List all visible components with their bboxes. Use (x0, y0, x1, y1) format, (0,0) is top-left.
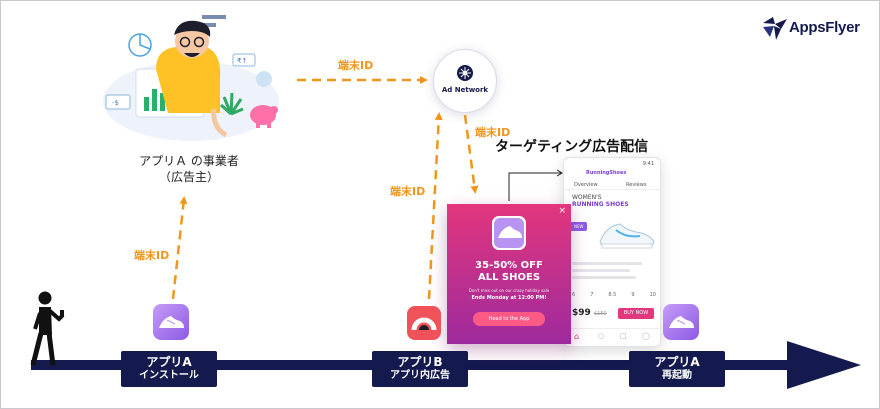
phone-hero-line-1: WOMEN'S (572, 194, 602, 201)
phone-size-option[interactable]: 7 (590, 292, 594, 298)
gauge-app-icon (411, 317, 437, 331)
phone-hero-line-2: RUNNING SHOES (572, 201, 629, 208)
phone-buy-button[interactable]: BUY NOW (618, 308, 654, 319)
phone-status-time: 9:41 (642, 161, 654, 167)
ad-network-node: Ad Network (433, 49, 497, 113)
appsflyer-logo-icon (763, 17, 787, 40)
advertiser-label: アプリＡ の事業者 （広告主） (119, 153, 259, 185)
promo-body-2: Ends Monday at 12:00 PM! (471, 295, 547, 301)
phone-size-option[interactable]: 10 (649, 292, 656, 298)
phone-tab-reviews: Reviews (626, 182, 647, 188)
person-walking-icon (30, 291, 65, 366)
advertiser-illustration: -$ ₹↑ (96, 9, 286, 149)
device-id-label-top: 端末ID (338, 59, 374, 72)
promo-shoe-app-icon (492, 216, 526, 250)
stage-app-a-install: アプリA インストール (121, 351, 217, 387)
device-id-label-appb: 端末ID (390, 185, 426, 198)
arrow-appb-to-adnetwork (427, 112, 443, 300)
svg-text:₹↑: ₹↑ (237, 57, 247, 65)
app-a-install-icon (153, 304, 189, 340)
network-hub-icon (457, 65, 473, 81)
promo-cta-button[interactable]: Head to the App (473, 312, 545, 326)
device-id-label-install: 端末ID (134, 249, 170, 262)
ad-network-label: Ad Network (441, 86, 489, 94)
advertiser-line-1: アプリＡ の事業者 (139, 154, 239, 168)
stage-title: アプリB (397, 355, 443, 369)
svg-text:-$: -$ (112, 99, 119, 107)
phone-nav-cart-icon[interactable]: □ (620, 332, 627, 340)
phone-nav-home-icon[interactable]: ⌂ (574, 332, 580, 341)
device-id-label-adnetwork: 端末ID (475, 126, 511, 139)
phone-size-row: 6 7 8.5 9 10 (572, 292, 656, 298)
phone-new-tag: NEW (570, 222, 588, 231)
advertiser-line-2: （広告主） (158, 170, 219, 184)
plant-icon (219, 92, 244, 116)
arrow-ad-to-phone (508, 172, 561, 201)
promo-headline-2: ALL SHOES (477, 272, 541, 283)
phone-nav-profile-icon[interactable]: ◯ (642, 332, 650, 340)
promo-headline-1: 35-50% OFF (475, 260, 543, 271)
stage-title: アプリA (146, 355, 192, 369)
timeline-arrowhead (787, 341, 861, 389)
promo-ad: × 35-50% OFF ALL SHOES Don't miss out on… (447, 204, 571, 344)
phone-price: $99 (572, 308, 591, 318)
stage-app-b-inapp-ad: アプリB アプリ内広告 (372, 351, 468, 387)
appsflyer-logo: AppsFlyer (761, 15, 871, 41)
phone-nav-search-icon[interactable]: ○ (598, 332, 605, 340)
phone-size-option[interactable]: 8.5 (608, 292, 617, 298)
promo-close-button[interactable]: × (558, 206, 566, 216)
stage-subtitle: アプリ内広告 (390, 370, 450, 381)
phone-store-name: RunningShoes (586, 170, 627, 176)
phone-shoe-image (599, 223, 655, 249)
phone-size-option[interactable]: 6 (572, 292, 576, 298)
shoe-app-icon (159, 316, 184, 328)
phone-old-price: $150 (594, 311, 607, 317)
shoe-app-icon (669, 316, 694, 328)
stage-app-a-relaunch: アプリA 再起動 (629, 351, 725, 387)
phone-tab-overview: Overview (574, 182, 598, 188)
targeting-title: ターゲティング広告配信 (495, 139, 649, 155)
stage-subtitle: インストール (139, 370, 199, 381)
arrow-adnetwork-to-ad (463, 114, 479, 194)
stage-title: アプリA (654, 355, 700, 369)
piggy-bank-icon (250, 105, 278, 128)
phone-size-option[interactable]: 9 (631, 292, 635, 298)
stage-subtitle: 再起動 (662, 370, 692, 381)
arrow-install-to-advertiser (171, 196, 188, 300)
app-b-icon (407, 306, 441, 340)
appsflyer-wordmark: AppsFlyer (789, 19, 860, 36)
app-a-relaunch-icon (663, 304, 699, 340)
phone-mockup: 9:41 RunningShoes Overview Reviews WOMEN… (563, 157, 661, 347)
promo-body-1: Don't miss out on our crazy holiday sale (468, 288, 550, 293)
